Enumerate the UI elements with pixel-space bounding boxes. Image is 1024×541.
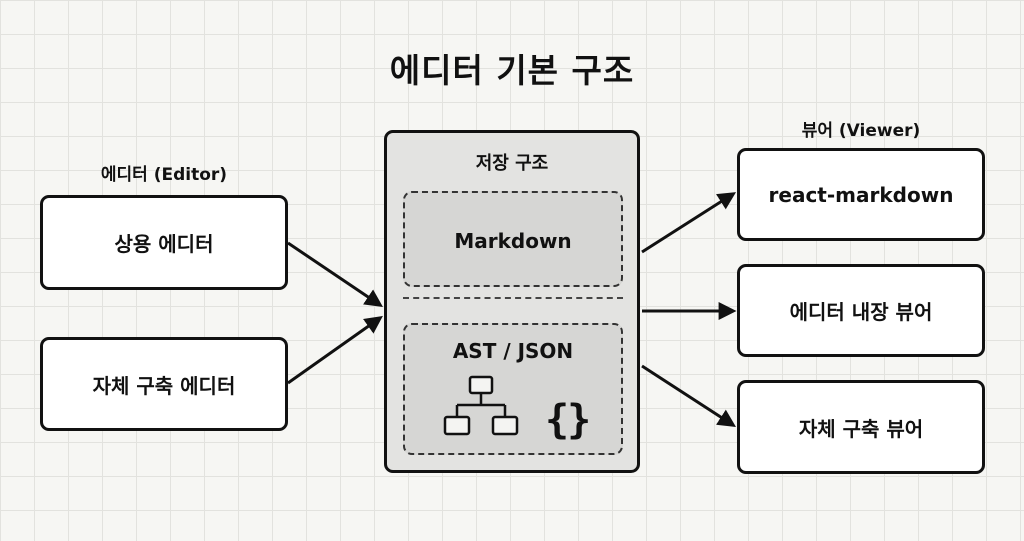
markdown-section: Markdown (403, 191, 623, 287)
editor-builtin-viewer-box: 에디터 내장 뷰어 (737, 264, 985, 357)
diagram-title: 에디터 기본 구조 (389, 51, 635, 90)
custom-viewer-box: 자체 구축 뷰어 (737, 380, 985, 474)
storage-title: 저장 구조 (475, 153, 549, 174)
arrow-storage-to-react-markdown (641, 192, 737, 254)
markdown-label: Markdown (454, 229, 572, 253)
editor-group-label: 에디터 (Editor) (100, 165, 228, 185)
storage-structure-container: 저장 구조 Markdown AST / JSON {} (384, 130, 640, 473)
curly-braces-icon: {} (545, 397, 591, 443)
storage-divider (403, 297, 623, 299)
react-markdown-box: react-markdown (737, 148, 985, 241)
arrow-commercial-to-storage (287, 241, 383, 308)
ast-json-section: AST / JSON {} (403, 323, 623, 455)
tree-hierarchy-icon (443, 375, 519, 436)
ast-json-label: AST / JSON (452, 339, 574, 363)
custom-editor-box: 자체 구축 에디터 (40, 337, 288, 431)
arrow-custom-to-storage (287, 315, 383, 385)
viewer-group-label: 뷰어 (Viewer) (801, 121, 921, 141)
arrow-storage-to-custom-viewer (641, 364, 737, 427)
commercial-editor-box: 상용 에디터 (40, 195, 288, 290)
